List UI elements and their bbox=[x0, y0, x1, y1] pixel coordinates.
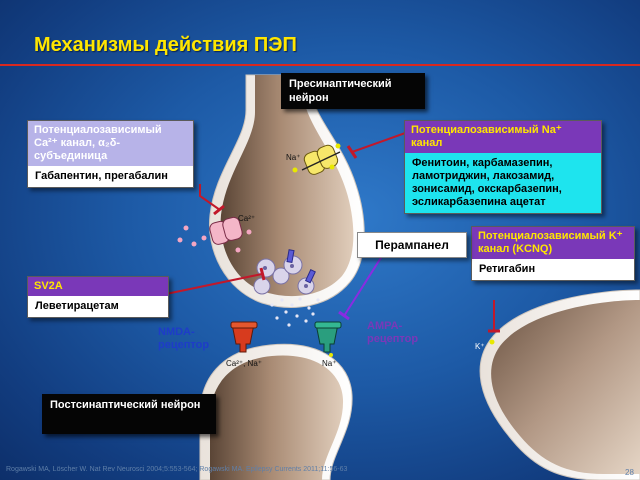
k-channel-drugs: Ретигабин bbox=[472, 259, 634, 280]
na-channel-card: Потенциалозависимый Na⁺ канал Фенитоин, … bbox=[404, 120, 602, 214]
ca-ion-label: Ca²⁺ bbox=[238, 214, 256, 223]
footer-references: Rogawski MA, Löscher W. Nat Rev Neurosci… bbox=[6, 466, 348, 473]
ca-channel-card: Потенциалозависимый Ca²⁺ канал, α₂δ-субъ… bbox=[27, 120, 194, 188]
neurotransmitter-dots bbox=[270, 297, 320, 327]
nmda-receptor-icon bbox=[230, 321, 258, 353]
perampanel-label: Перампанел bbox=[357, 232, 467, 258]
perampanel-inhibitor-line bbox=[343, 255, 383, 317]
na-ion-dot bbox=[329, 164, 335, 170]
presynaptic-neuron bbox=[220, 75, 354, 297]
k-channel-target: Потенциалозависимый K⁺ канал (KCNQ) bbox=[472, 227, 634, 259]
synaptic-vesicles bbox=[253, 255, 315, 295]
na-ion-dot bbox=[335, 143, 341, 149]
ca-inhibitor-line bbox=[199, 184, 221, 211]
nmda-ions-label: Ca²⁺, Na⁺ bbox=[226, 359, 263, 368]
nmda-receptor-label: NMDA-рецептор bbox=[158, 326, 210, 351]
sv2a-protein-icon bbox=[304, 269, 316, 284]
page-title: Механизмы действия ПЭП bbox=[34, 34, 297, 56]
na-ion-label: Na⁺ bbox=[286, 153, 301, 162]
ampa-ions-label: Na⁺ bbox=[322, 359, 337, 368]
page-number: 28 bbox=[625, 468, 634, 477]
ampa-receptor-icon bbox=[314, 321, 342, 353]
postsynaptic-neuron-label: Постсинаптический нейрон bbox=[42, 394, 216, 434]
na-channel-target: Потенциалозависимый Na⁺ канал bbox=[405, 121, 601, 153]
na-channel-drugs: Фенитоин, карбамазепин, ламотриджин, лак… bbox=[405, 153, 601, 213]
sv2a-target: SV2A bbox=[28, 277, 168, 296]
ampa-receptor-label: AMPA-рецептор bbox=[367, 320, 419, 345]
k-ion-dot bbox=[489, 339, 495, 345]
sv2a-protein-icon bbox=[286, 249, 295, 264]
ca-channel-drugs: Габапентин, прегабалин bbox=[28, 166, 193, 187]
k-ion-label: K⁺ bbox=[475, 342, 485, 351]
k-channel-card: Потенциалозависимый K⁺ канал (KCNQ) Рети… bbox=[471, 226, 635, 281]
title-divider bbox=[0, 64, 640, 66]
na-channel-icon bbox=[301, 144, 341, 175]
presynaptic-neuron-label: Пресинаптический нейрон bbox=[281, 73, 425, 109]
sv2a-drugs: Леветирацетам bbox=[28, 296, 168, 317]
na-ion-dot bbox=[292, 167, 298, 173]
right-neuron bbox=[491, 300, 640, 474]
na-inhibitor-line bbox=[351, 131, 409, 153]
ca-channel-target: Потенциалозависимый Ca²⁺ канал, α₂δ-субъ… bbox=[28, 121, 193, 166]
sv2a-inhibitor-line bbox=[165, 273, 263, 295]
sv2a-card: SV2A Леветирацетам bbox=[27, 276, 169, 318]
ca-channel-icon bbox=[209, 216, 243, 245]
postsynaptic-neuron bbox=[210, 355, 344, 480]
